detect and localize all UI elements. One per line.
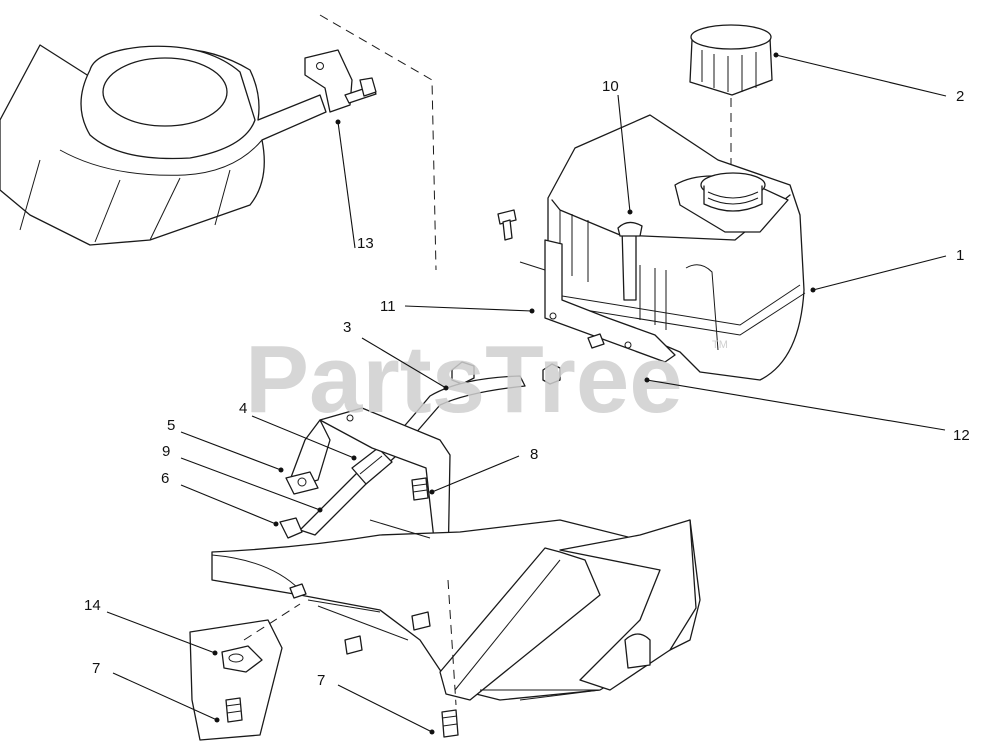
- callout-6: 6: [161, 470, 169, 487]
- assembly-line-center: [447, 579, 457, 706]
- callout-2: 2: [956, 88, 964, 105]
- bracket-plate-14: [189, 603, 301, 741]
- callout-7-right: 7: [317, 672, 325, 689]
- fuel-tank-1: TM: [547, 114, 806, 381]
- watermark: PartsTree: [245, 326, 683, 433]
- grommet-6: [279, 517, 303, 539]
- callout-11: 11: [380, 298, 396, 315]
- callout-1: 1: [956, 247, 964, 264]
- callout-7-left: 7: [92, 660, 100, 677]
- callout-9: 9: [162, 443, 170, 460]
- callout-14: 14: [84, 597, 101, 614]
- chassis-frame: [211, 519, 701, 701]
- bracket-screw: [411, 477, 429, 501]
- engine-housing: [0, 44, 327, 246]
- leader-lines: [106, 52, 947, 735]
- tank-bracket-11: [519, 239, 676, 363]
- watermark-tm: TM: [712, 339, 728, 351]
- callout-5: 5: [167, 417, 175, 434]
- callout-3: 3: [343, 319, 351, 336]
- engine-bracket-13: [304, 14, 437, 271]
- callout-13: 13: [357, 235, 374, 252]
- callout-8: 8: [530, 446, 538, 463]
- callout-10: 10: [602, 78, 619, 95]
- fuel-filter-4: [351, 447, 393, 485]
- screw-7-right: [441, 709, 459, 738]
- nut-12: [451, 361, 475, 385]
- bracket-bolt: [497, 209, 517, 241]
- callout-12: 12: [953, 427, 970, 444]
- fuel-cap-2: [689, 24, 773, 172]
- strap-10: [617, 221, 643, 301]
- screw-7-left: [225, 697, 243, 723]
- callout-4: 4: [239, 400, 247, 417]
- callout-labels: 2 1 10 11 3 12 13 4 5 9 6 8 14 7 7: [84, 78, 970, 689]
- tank-fittings: [542, 333, 605, 385]
